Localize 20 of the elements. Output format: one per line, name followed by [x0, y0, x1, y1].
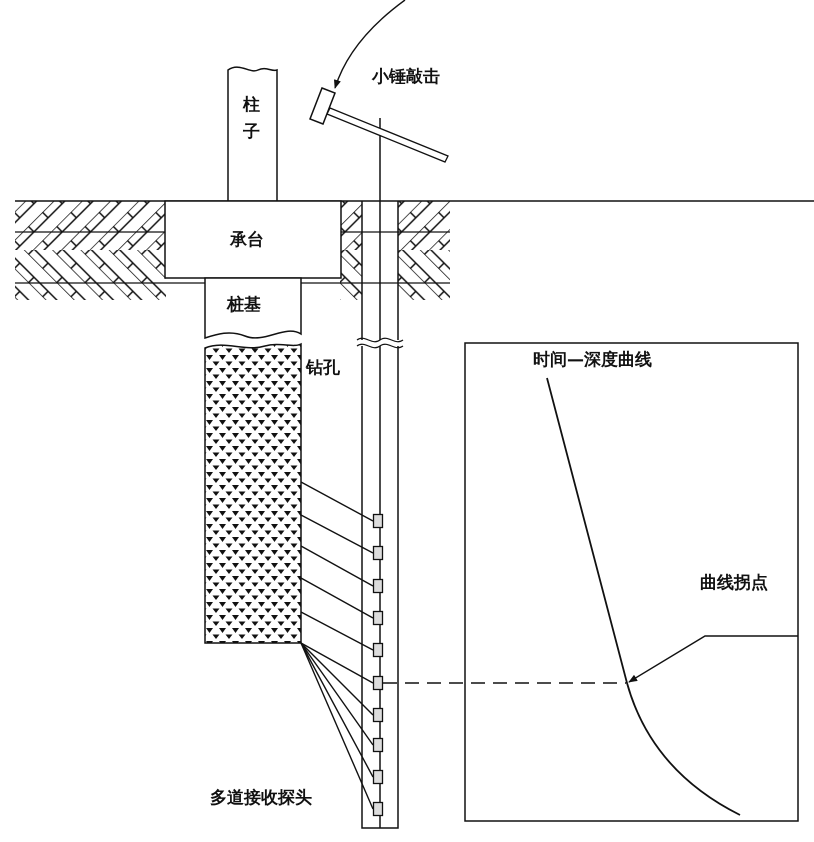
connector-line — [300, 642, 374, 778]
callout-text: 曲线拐点 — [700, 572, 768, 594]
text-label: 小锤敲击 — [372, 66, 440, 88]
box-label: 柱子 — [243, 94, 261, 144]
text-label: 多道接收探头 — [210, 787, 312, 809]
connector-line — [300, 545, 374, 587]
connector-line — [300, 642, 374, 684]
box-label: 承台 — [230, 229, 264, 251]
connector-line — [300, 642, 374, 716]
box-label: 时间—深度曲线 — [533, 349, 652, 371]
leader-line — [628, 635, 798, 683]
box-label: 桩基 — [227, 294, 261, 316]
text-label: 钻孔 — [306, 357, 340, 379]
arrow — [334, 0, 406, 89]
connector-line — [300, 514, 374, 554]
connector-line — [300, 481, 374, 522]
dashed-line — [383, 682, 626, 684]
connector-line — [300, 642, 374, 810]
connector-line — [300, 577, 374, 619]
connector-line — [300, 611, 374, 651]
